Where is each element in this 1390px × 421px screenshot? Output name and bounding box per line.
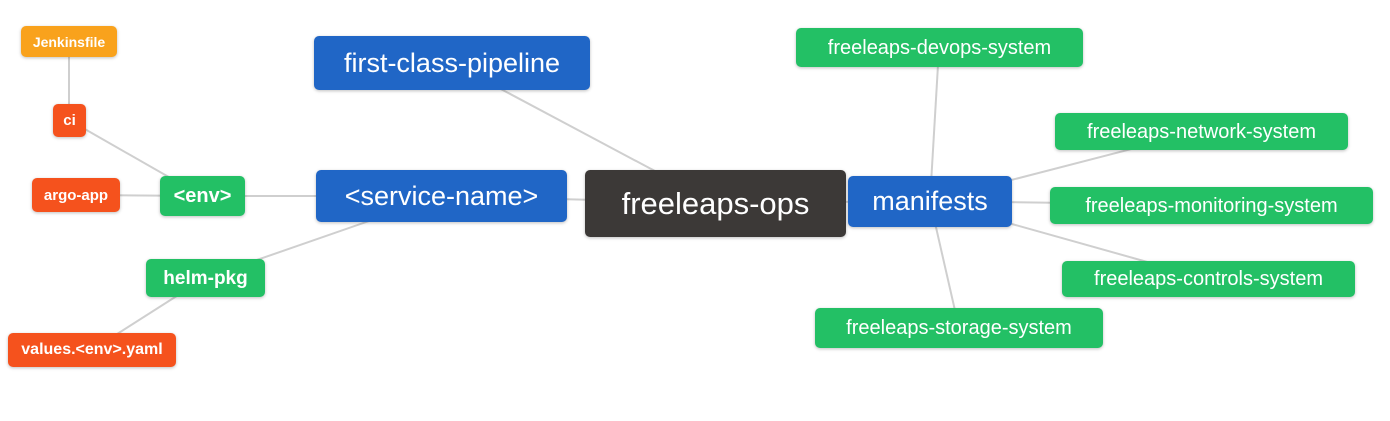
node-helm-pkg[interactable]: helm-pkg xyxy=(146,259,265,297)
node-jenkinsfile[interactable]: Jenkinsfile xyxy=(21,26,117,57)
node-argo-app[interactable]: argo-app xyxy=(32,178,120,212)
node-first-class-pipeline[interactable]: first-class-pipeline xyxy=(314,36,590,90)
node-freeleaps-monitoring-system[interactable]: freeleaps-monitoring-system xyxy=(1050,187,1373,224)
node-freeleaps-storage-system[interactable]: freeleaps-storage-system xyxy=(815,308,1103,348)
node-freeleaps-ops[interactable]: freeleaps-ops xyxy=(585,170,846,237)
node-manifests[interactable]: manifests xyxy=(848,176,1012,227)
node-values-env-yaml[interactable]: values.<env>.yaml xyxy=(8,333,176,367)
node-freeleaps-controls-system[interactable]: freeleaps-controls-system xyxy=(1062,261,1355,297)
node-freeleaps-devops-system[interactable]: freeleaps-devops-system xyxy=(796,28,1083,67)
node-freeleaps-network-system[interactable]: freeleaps-network-system xyxy=(1055,113,1348,150)
node-service-name[interactable]: <service-name> xyxy=(316,170,567,222)
node-env[interactable]: <env> xyxy=(160,176,245,216)
node-ci[interactable]: ci xyxy=(53,104,86,137)
edge-manifests-devops xyxy=(929,47,940,202)
